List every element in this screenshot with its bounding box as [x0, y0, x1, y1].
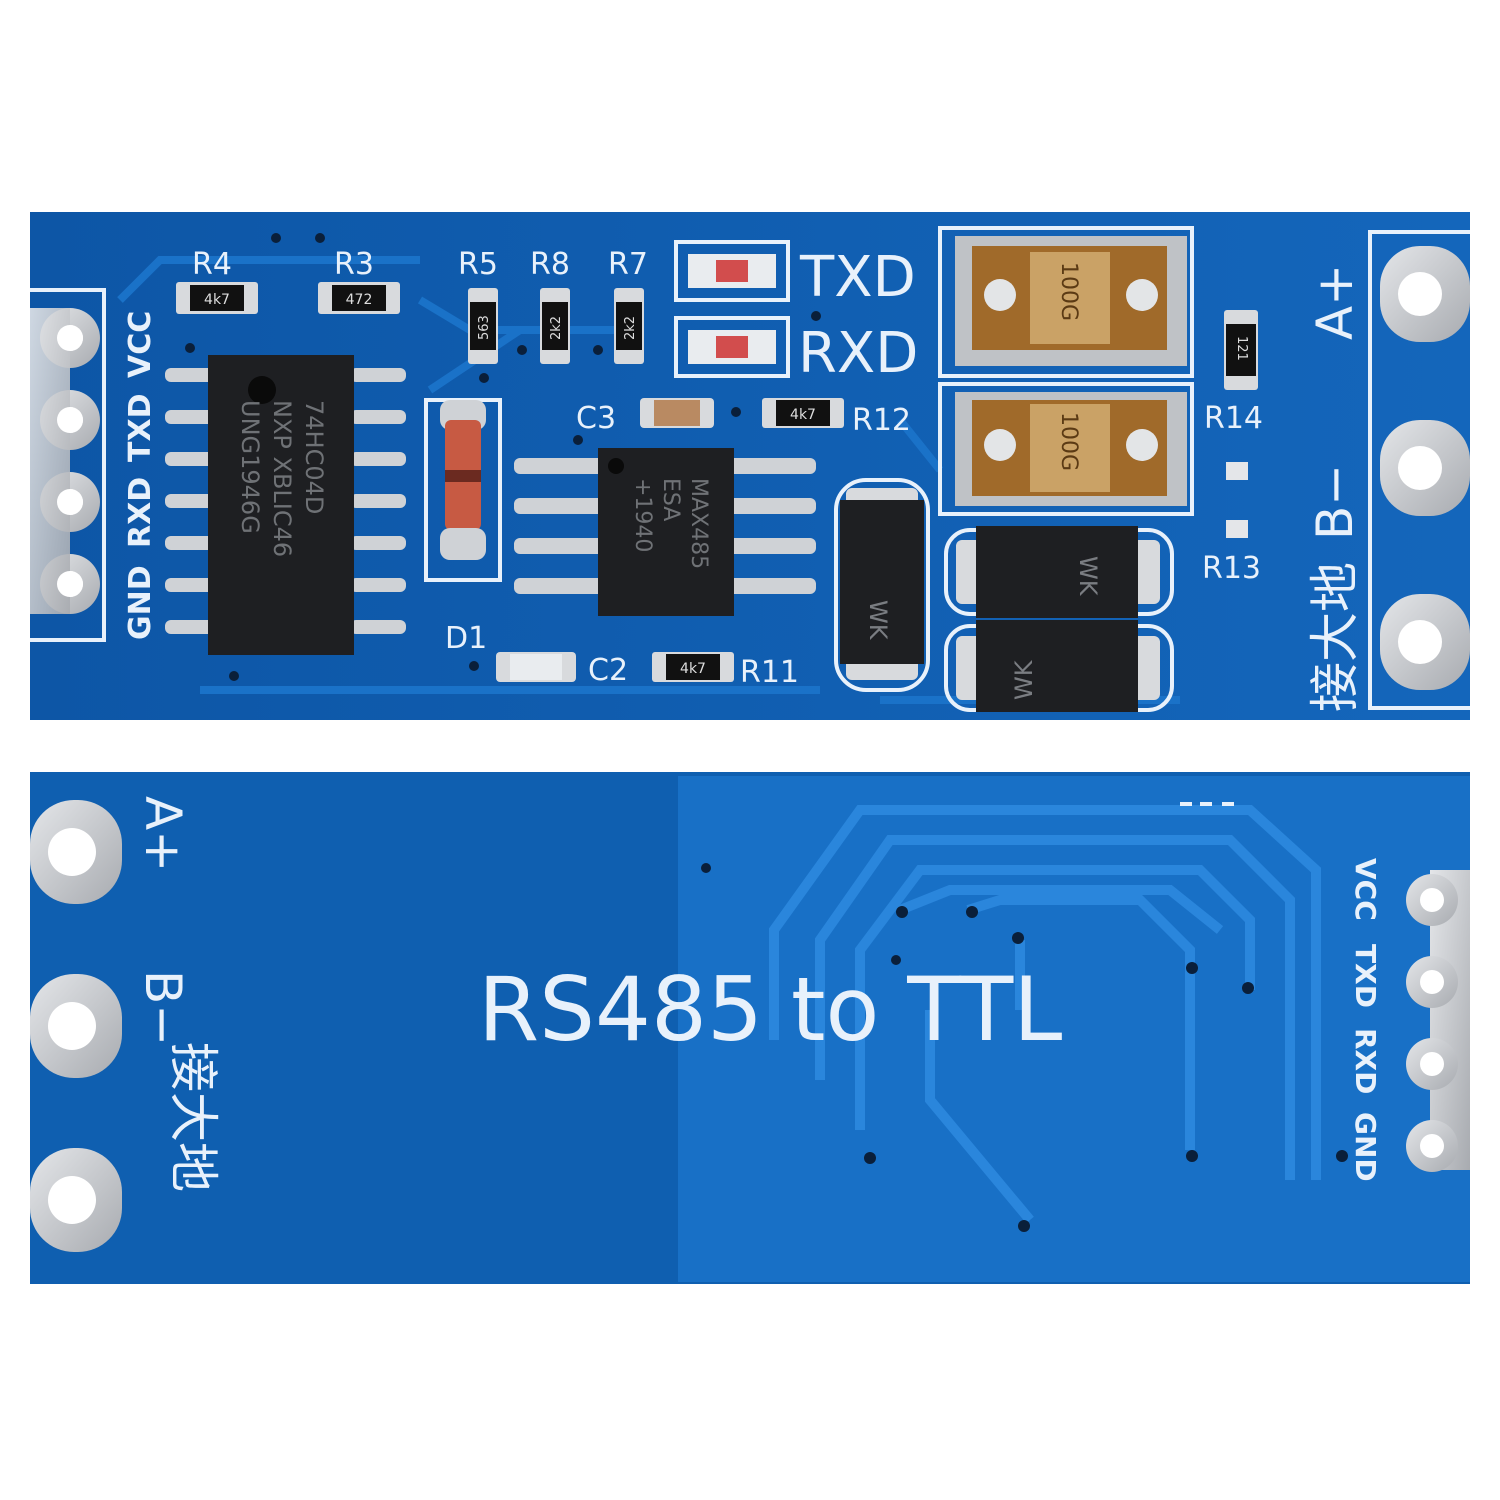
label-r8: R8	[530, 247, 570, 282]
pcb-back: A+ B− 接大地 RS485 to TTL VCC	[30, 772, 1470, 1284]
label-r4: R4	[192, 247, 232, 282]
front-terminal-a: A+	[1306, 264, 1364, 340]
marking-r4: 4k7	[204, 292, 230, 308]
chip1-line3: UNG1946G	[236, 400, 264, 534]
tvs-diode-upper: WK	[944, 526, 1174, 618]
marking-r7: 2k2	[623, 316, 638, 340]
chip2-line2: ESA	[658, 478, 683, 521]
label-r11: R11	[740, 655, 799, 690]
back-pin-vcc: VCC	[1349, 858, 1382, 921]
pcb-back-copper-pour	[678, 776, 1470, 1282]
led-rxd	[674, 316, 790, 378]
chip2-line1: MAX485	[686, 478, 711, 569]
marking-wk-1: WK	[864, 600, 892, 641]
back-pin-gnd: GND	[1349, 1112, 1382, 1182]
tvs-diode-vertical: WK	[834, 478, 930, 692]
back-traces	[769, 805, 1321, 1224]
label-r3: R3	[334, 247, 374, 282]
label-r14: R14	[1204, 401, 1263, 436]
front-terminal-b: B−	[1306, 464, 1364, 540]
left-header-pads	[30, 288, 106, 642]
back-terminal-b: B−	[134, 970, 192, 1046]
label-r5: R5	[458, 247, 498, 282]
back-right-header-pads	[1406, 870, 1470, 1172]
label-r12: R12	[852, 403, 911, 438]
marking-r11: 4k7	[680, 661, 706, 677]
label-r7: R7	[608, 247, 648, 282]
resistor-r8: 2k2	[540, 288, 570, 364]
led-label-rxd: RXD	[798, 321, 918, 386]
front-terminal-ground: 接大地	[1306, 562, 1364, 712]
marking-inductor-2: 100G	[1056, 412, 1081, 471]
chip-74hc04: 74HC04D NXP XBLIC46 UNG1946G	[165, 355, 406, 655]
chip1-line1: 74HC04D	[300, 400, 328, 514]
back-small-marks	[1180, 802, 1234, 806]
marking-r3: 472	[346, 292, 373, 308]
resistor-r3: 472	[318, 282, 400, 314]
chip2-line3: +1940	[630, 478, 655, 552]
capacitor-c3	[640, 398, 714, 428]
inductor-bottom: 100G	[938, 382, 1194, 516]
right-terminal-pads	[1368, 230, 1470, 710]
marking-wk-3: WK	[1010, 659, 1038, 700]
label-c3: C3	[576, 401, 616, 436]
chip-max485: MAX485 ESA +1940	[514, 448, 816, 616]
back-terminal-a: A+	[134, 796, 192, 872]
resistor-r5: 563	[468, 288, 498, 364]
front-pin-rxd: RXD	[123, 477, 158, 548]
led-txd	[674, 240, 790, 302]
label-r13: R13	[1202, 551, 1261, 586]
led-label-txd: TXD	[799, 245, 916, 310]
back-left-terminal-pads	[30, 800, 122, 1252]
marking-r14: 121	[1234, 336, 1249, 361]
resistor-r14: 121	[1224, 310, 1258, 390]
back-terminal-ground: 接大地	[164, 1042, 222, 1192]
marking-r8: 2k2	[549, 316, 564, 340]
label-d1: D1	[445, 621, 487, 656]
capacitor-c2	[496, 652, 576, 682]
resistor-r4: 4k7	[176, 282, 258, 314]
tvs-diode-lower: WK	[944, 620, 1174, 712]
back-title: RS485 to TTL	[478, 958, 1062, 1061]
pcb-front: GND RXD TXD VCC R4 4k7 R3 472	[30, 212, 1470, 720]
front-vias	[185, 233, 821, 681]
resistor-r12: 4k7	[762, 398, 844, 428]
front-pin-vcc: VCC	[123, 311, 158, 378]
marking-wk-2: WK	[1074, 556, 1102, 597]
resistor-r11: 4k7	[652, 652, 734, 682]
inductor-top: 100G	[938, 226, 1194, 378]
label-c2: C2	[588, 653, 628, 688]
back-pin-txd: TXD	[1349, 944, 1382, 1008]
marking-r5: 563	[477, 315, 492, 340]
front-pin-txd: TXD	[123, 394, 158, 463]
back-vias	[701, 863, 1348, 1232]
resistor-r13	[1226, 462, 1248, 538]
marking-r12: 4k7	[790, 407, 816, 423]
resistor-r7: 2k2	[614, 288, 644, 364]
back-pin-rxd: RXD	[1349, 1028, 1382, 1094]
chip1-line2: NXP XBLIC46	[268, 400, 296, 557]
front-pin-gnd: GND	[123, 565, 158, 640]
marking-inductor-1: 100G	[1056, 262, 1081, 321]
diode-d1	[424, 398, 502, 582]
